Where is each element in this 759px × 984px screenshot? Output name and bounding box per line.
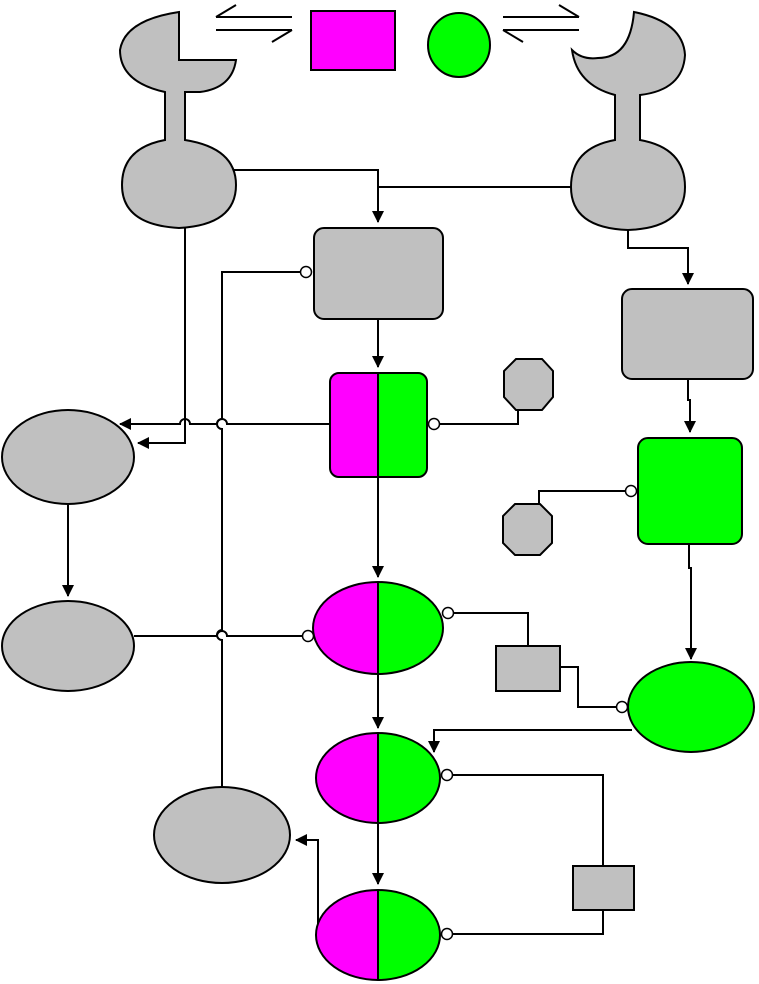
connectors xyxy=(62,169,697,935)
split-ellipse-3 xyxy=(315,889,441,981)
connector-split-ellipse-2-to-small-rect-2 xyxy=(453,774,604,866)
legend-reversible-arrow-left xyxy=(215,4,293,43)
connector-receptor-left-to-ellipse-left-1 xyxy=(137,228,187,449)
connector-ellipse-left-3-to-node-a xyxy=(216,271,300,790)
connector-receptor-right-to-node-b xyxy=(627,230,694,285)
connector-small-rect-1-to-green-ellipse xyxy=(561,666,616,708)
connector-ellipse-left-2-to-split-ellipse-1 xyxy=(134,630,302,637)
connector-split-rect-to-ellipse-left-1 xyxy=(119,418,330,430)
legend-reversible-arrow-right xyxy=(502,4,580,43)
connector-receptor-left-to-node-a xyxy=(234,169,384,223)
inhibitor-split-ellipse-3 xyxy=(440,927,454,941)
receptor-right xyxy=(569,10,687,232)
ellipse-left-3 xyxy=(153,786,291,884)
inhibitor-green-ellipse xyxy=(615,700,629,714)
small-rect-2 xyxy=(572,865,635,911)
connector-small-rect-2-to-split-ellipse-3 xyxy=(453,910,604,935)
node-b xyxy=(621,288,754,380)
inhibitor-green-rect xyxy=(624,484,638,498)
connector-green-ellipse-to-split-ellipse-2 xyxy=(428,729,632,753)
green-ellipse xyxy=(627,661,755,753)
connector-small-rect-1-to-split-ellipse-1 xyxy=(453,612,529,646)
inhibitor-split-ellipse-1-right xyxy=(441,606,455,620)
split-ellipse-1 xyxy=(312,581,444,675)
split-ellipse-2 xyxy=(315,732,441,824)
inhibitor-split-ellipse-1-left xyxy=(301,629,315,643)
receptor-left xyxy=(118,10,238,230)
octagon-1 xyxy=(503,358,554,411)
connector-green-rect-to-green-ellipse xyxy=(685,545,697,660)
connector-octagon-2-to-green-rect xyxy=(538,490,625,510)
connector-split-ellipse-3-to-ellipse-left-3 xyxy=(295,834,319,925)
ellipse-left-2 xyxy=(1,600,135,692)
inhibitor-markers xyxy=(299,265,638,941)
legend-green-circle xyxy=(427,12,491,78)
connector-octagon-1-to-split-rect xyxy=(440,410,519,425)
legend-magenta-square xyxy=(310,10,396,71)
inhibitor-split-ellipse-2 xyxy=(440,768,454,782)
octagon-2 xyxy=(502,503,553,556)
green-rect xyxy=(637,437,743,545)
small-rect-1 xyxy=(495,645,561,692)
split-rect xyxy=(329,372,428,478)
inhibitor-node-a xyxy=(299,265,313,279)
inhibitor-split-rect xyxy=(427,417,441,431)
connector-node-b-to-green-rect xyxy=(684,380,696,433)
node-a xyxy=(313,227,444,320)
ellipse-left-1 xyxy=(1,409,135,505)
